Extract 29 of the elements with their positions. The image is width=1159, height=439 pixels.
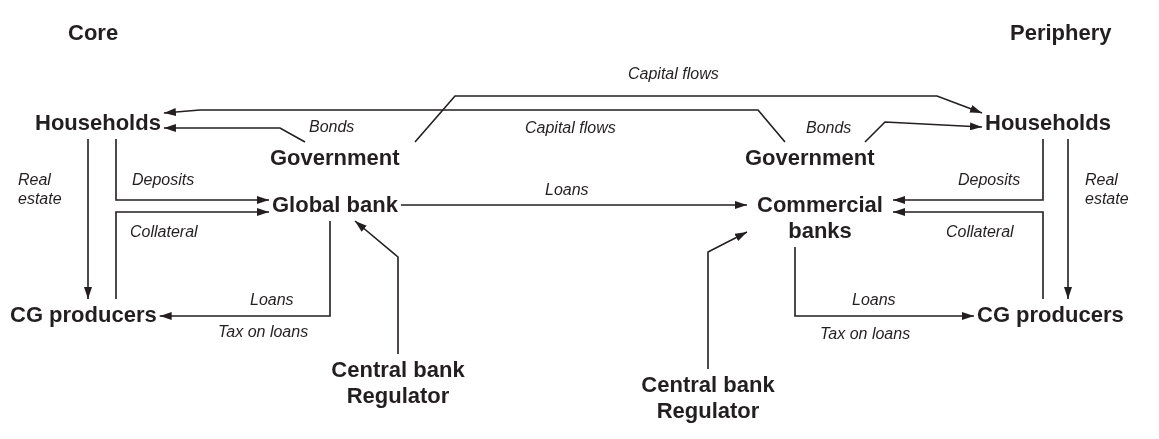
arrow bbox=[794, 246, 975, 320]
edge-label: Deposits bbox=[958, 170, 1021, 189]
edge-label: Capital flows bbox=[525, 118, 616, 137]
arrow bbox=[158, 220, 331, 320]
arrow bbox=[354, 220, 399, 355]
arrow bbox=[163, 124, 306, 143]
edge-label: Capital flows bbox=[628, 64, 719, 83]
node-label: Households bbox=[985, 110, 1111, 136]
arrow bbox=[115, 208, 270, 300]
node-label: Government bbox=[745, 145, 875, 171]
arrow bbox=[1064, 138, 1072, 300]
arrow bbox=[84, 138, 92, 300]
node-label: Commercial banks bbox=[750, 192, 890, 244]
node-label: Global bank bbox=[272, 192, 398, 218]
arrow bbox=[163, 108, 786, 143]
arrow bbox=[400, 201, 748, 209]
node-label: Central bank Regulator bbox=[628, 372, 788, 424]
edge-label: Deposits bbox=[132, 170, 195, 189]
arrow bbox=[115, 138, 270, 204]
node-label: Government bbox=[270, 145, 400, 171]
node-label: Central bank Regulator bbox=[318, 357, 478, 409]
arrow bbox=[892, 138, 1044, 204]
arrow bbox=[414, 95, 983, 143]
node-label: Households bbox=[35, 110, 161, 136]
node-label: CG producers bbox=[10, 302, 157, 328]
arrow bbox=[707, 231, 748, 370]
node-label: CG producers bbox=[977, 302, 1124, 328]
arrow bbox=[892, 208, 1044, 300]
arrow bbox=[864, 121, 983, 143]
